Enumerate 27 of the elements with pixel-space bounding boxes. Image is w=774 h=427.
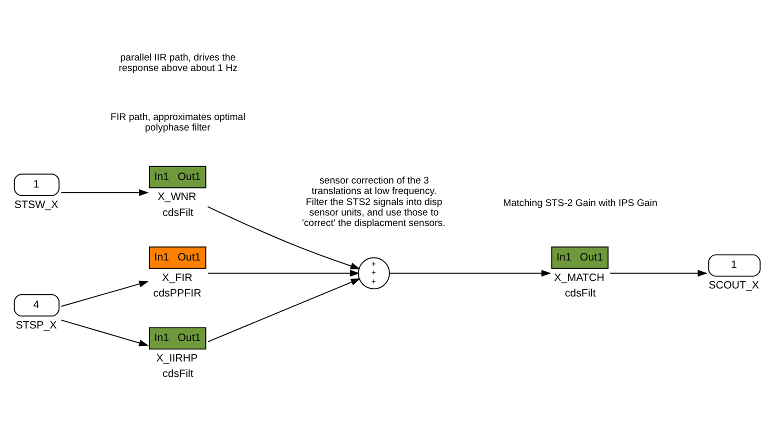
node-label: X_MATCH bbox=[554, 271, 604, 284]
node-label: cdsFilt bbox=[162, 206, 194, 218]
arrow bbox=[207, 206, 360, 269]
arrow bbox=[389, 269, 552, 276]
node-box: 4 bbox=[14, 294, 60, 316]
label: FIR path, approximates optimal polyphase filter bbox=[110, 111, 246, 133]
node-label: cdsFilt bbox=[564, 286, 596, 299]
arrow bbox=[208, 278, 361, 342]
node-label: STSP_X bbox=[16, 318, 57, 331]
label: parallel IIR path, drives the response above about 1 Hz bbox=[118, 52, 238, 74]
node-box: 1 bbox=[14, 173, 60, 196]
node-label: X_IIRHP bbox=[156, 352, 198, 364]
node-label: cdsFilt bbox=[162, 368, 194, 380]
label: sensor correction of the 3 translations at low frequency. Filter the STS2 signals into disp sensor units, and use those to 'correct' the displacment sensors. bbox=[302, 174, 446, 229]
arrow bbox=[60, 188, 149, 196]
node-circle: + + + bbox=[358, 256, 390, 289]
label: Matching STS-2 Gain with IPS Gain bbox=[503, 197, 658, 208]
arrow bbox=[610, 269, 708, 276]
node-label: cdsPPFIR bbox=[153, 286, 202, 299]
node-label: X_WNR bbox=[158, 190, 196, 203]
node-box: 1 bbox=[708, 254, 761, 276]
node-label: SCOUT_X bbox=[708, 279, 760, 292]
node-label: STSW_X bbox=[14, 198, 58, 210]
node-label: X_FIR bbox=[162, 271, 192, 284]
arrow bbox=[208, 269, 360, 276]
arrow bbox=[60, 319, 149, 346]
arrow bbox=[60, 280, 149, 306]
